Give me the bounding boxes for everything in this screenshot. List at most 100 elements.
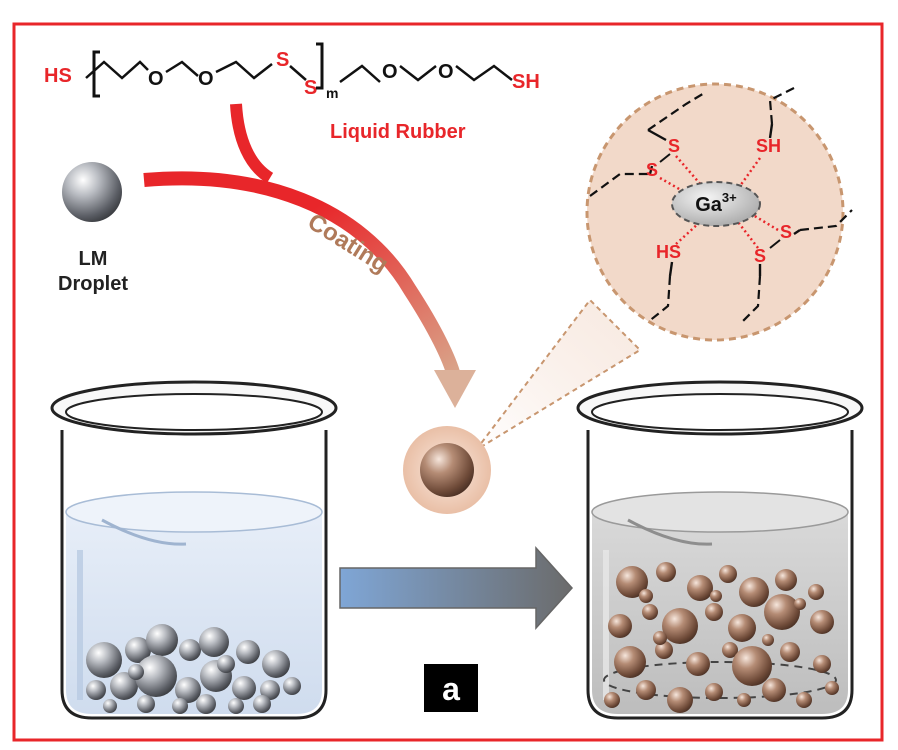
mag-sh: SH	[756, 136, 781, 156]
silver-droplet	[137, 695, 155, 713]
coated-droplet-small	[796, 692, 812, 708]
silver-droplet	[217, 655, 235, 673]
silver-droplet	[283, 677, 301, 695]
coated-droplet-small	[667, 687, 693, 713]
chain-bottom-left	[647, 275, 672, 323]
bond-bottom-left	[668, 261, 674, 277]
coated-droplet-small	[813, 655, 831, 673]
beaker-left-wall	[60, 430, 328, 720]
coated-droplet-small	[705, 683, 723, 701]
formula-bracket-right	[316, 42, 324, 90]
transition-arrow	[339, 546, 574, 630]
polymer-formula: HS O O S S m O O SH	[44, 42, 540, 101]
silver-droplets	[86, 624, 301, 714]
coord-6	[737, 221, 759, 249]
coated-droplet-small	[764, 594, 800, 630]
outer-frame	[12, 22, 884, 742]
rubber-stem	[230, 103, 274, 184]
ga-ion-charge: 3+	[722, 190, 737, 205]
silver-droplet	[86, 642, 122, 678]
mag-ss-lower-bond	[769, 239, 781, 249]
lm-label-line1: LM	[79, 248, 108, 270]
coated-droplet-small	[642, 604, 658, 620]
coated-droplet-small	[705, 603, 723, 621]
formula-chain-6	[455, 64, 513, 82]
formula-chain-5	[399, 65, 437, 82]
chain-left	[589, 172, 650, 197]
bond-top-right	[768, 123, 774, 139]
coating-arrow-head	[434, 370, 476, 408]
silver-droplet	[125, 637, 151, 663]
bond-right	[793, 229, 801, 235]
silver-droplet	[199, 627, 229, 657]
silver-droplet	[262, 650, 290, 678]
formula-o3: O	[382, 61, 398, 83]
coated-droplet-small	[636, 680, 656, 700]
formula-s2: S	[304, 77, 317, 99]
coord-1	[675, 155, 703, 187]
silver-droplet	[175, 677, 201, 703]
formula-chain-4	[339, 64, 381, 84]
beaker-left-water	[66, 512, 322, 714]
coord-3	[738, 157, 762, 187]
formula-o4: O	[438, 61, 454, 83]
coated-droplet-small	[639, 589, 653, 603]
silver-droplet	[196, 694, 216, 714]
coord-5	[747, 210, 779, 232]
silver-droplet	[179, 639, 201, 661]
panel-label-box	[424, 664, 478, 712]
mag-hs: HS	[656, 242, 681, 262]
coated-droplet-small	[656, 562, 676, 582]
bond-top-left	[647, 128, 667, 142]
beaker-right-rim-inner	[591, 393, 849, 431]
beaker-right-water-surface	[591, 491, 849, 533]
formula-sh-right: SH	[512, 71, 540, 93]
mag-s-upper-1: S	[668, 136, 680, 156]
silver-droplet	[236, 640, 260, 664]
silver-droplet	[253, 695, 271, 713]
magnified-view: S S SH HS S S Ga3+	[585, 82, 853, 342]
silver-droplet	[86, 680, 106, 700]
bond-left	[648, 165, 654, 175]
beaker-right	[576, 380, 864, 720]
mag-ss-upper-bond	[659, 153, 671, 163]
silver-droplet	[146, 624, 178, 656]
silver-droplet	[232, 676, 256, 700]
formula-o1: O	[148, 68, 164, 90]
coated-droplet-small	[608, 614, 632, 638]
coated-droplet-small	[653, 631, 667, 645]
coated-droplet-small	[687, 575, 713, 601]
silver-droplet	[128, 664, 144, 680]
coated-droplet-small	[662, 608, 698, 644]
formula-hs-left: HS	[44, 65, 72, 87]
coated-droplet-small	[825, 681, 839, 695]
coated-droplet-small	[780, 642, 800, 662]
coated-droplet-small	[722, 642, 738, 658]
formula-chain-1	[85, 60, 149, 80]
lm-label-line2: Droplet	[58, 273, 128, 295]
coated-droplet-small	[655, 641, 673, 659]
mag-s-lower-1: S	[780, 222, 792, 242]
mag-s-lower-2: S	[754, 246, 766, 266]
beaker-right-wall	[586, 430, 854, 720]
beaker-left-water-surface	[65, 491, 323, 533]
beaker-left-surface-line	[101, 518, 187, 546]
silver-droplet	[110, 672, 138, 700]
lm-droplet	[62, 162, 122, 222]
coated-droplet-small	[604, 692, 620, 708]
formula-m: m	[326, 85, 338, 101]
coated-droplet-small	[732, 646, 772, 686]
beaker-right-surface-line	[627, 518, 713, 546]
beaker-left-rim-inner	[65, 393, 323, 431]
coated-droplet-small	[737, 693, 751, 707]
formula-s1: S	[276, 49, 289, 71]
beaker-left	[50, 380, 338, 720]
chain-bottom-right	[741, 275, 762, 323]
panel-label: a	[442, 671, 460, 707]
chain-top-left	[647, 91, 707, 131]
coord-4	[675, 221, 701, 245]
coated-droplet-small	[794, 598, 806, 610]
coated-droplet	[420, 443, 474, 497]
silver-droplet	[228, 698, 244, 714]
